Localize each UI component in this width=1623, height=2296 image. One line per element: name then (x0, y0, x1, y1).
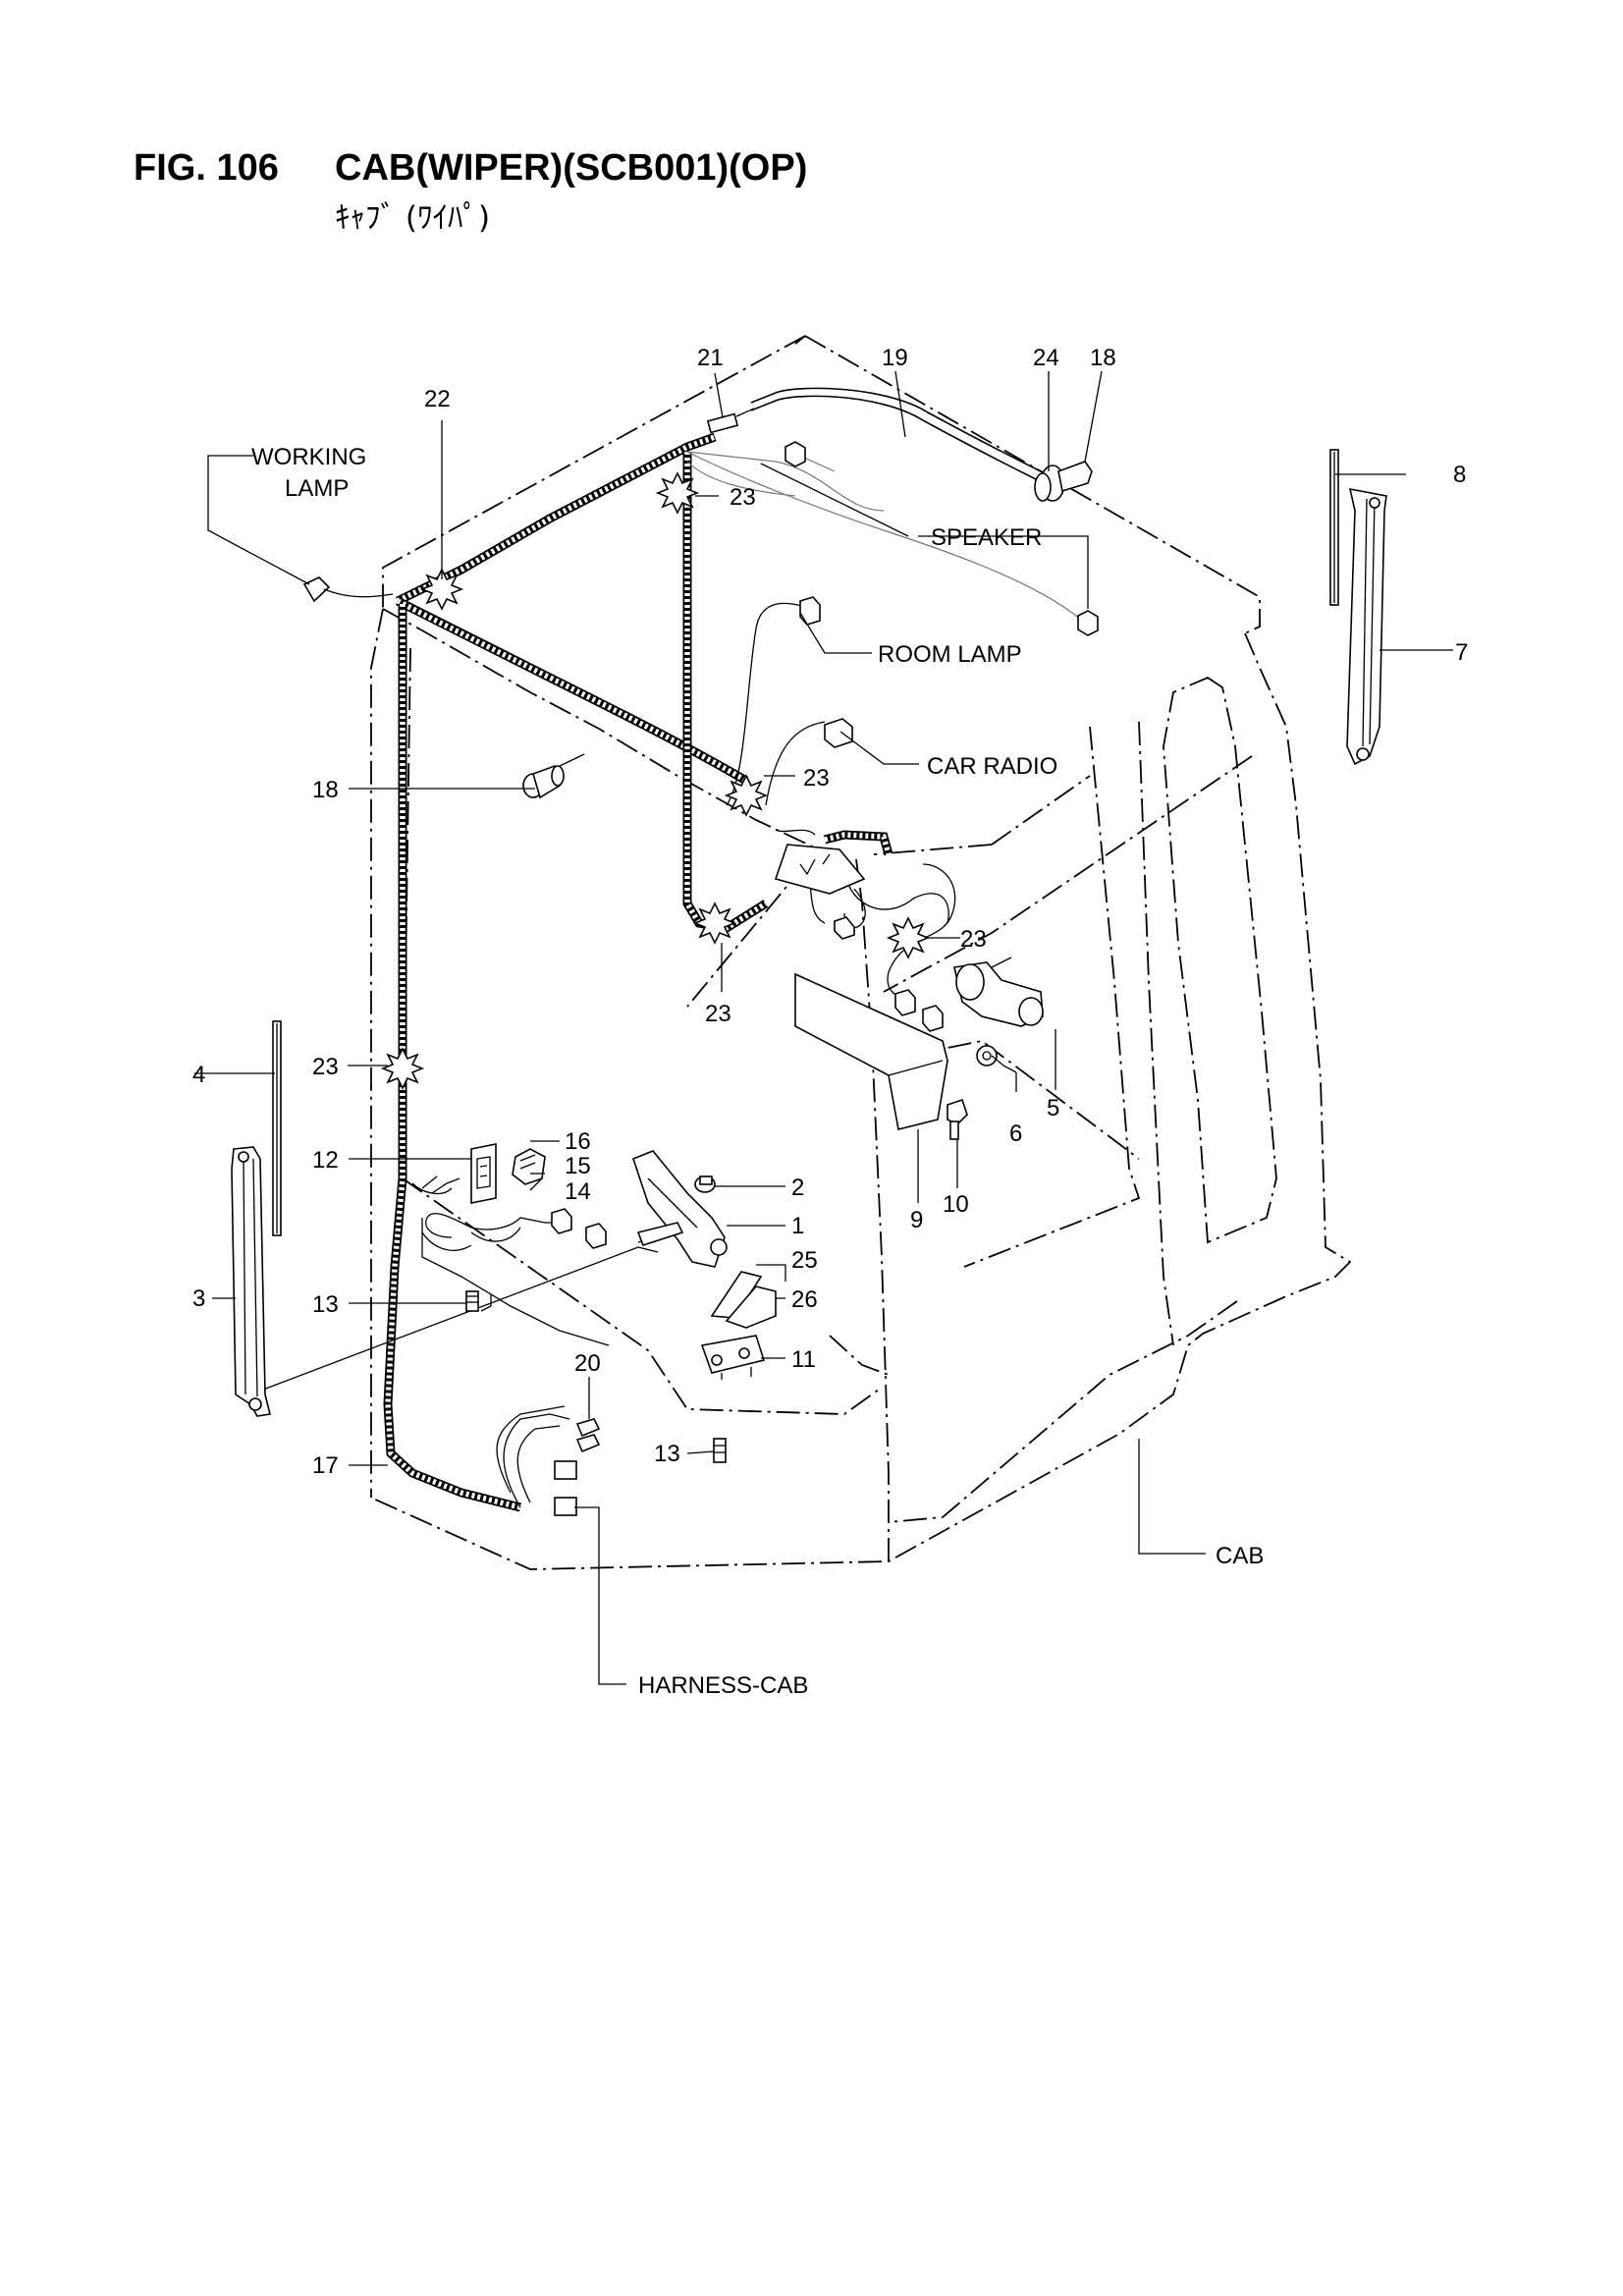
part-23-clamp-c (692, 902, 737, 945)
switch-connectors (551, 1208, 607, 1249)
callout-23-bottom: 23 (705, 1001, 731, 1027)
figure-name-japanese: ｷｬﾌﾞ (ﾜｲﾊﾟ) (335, 200, 491, 236)
cab-outline (370, 335, 1352, 1570)
callout-26: 26 (791, 1286, 818, 1313)
part-7-wiper-arm (1346, 487, 1387, 766)
room-lamp-connector (799, 596, 821, 626)
callout-18-top: 18 (1090, 345, 1116, 371)
callout-16: 16 (565, 1128, 591, 1155)
working-lamp-connector (302, 576, 394, 603)
label-working-lamp-line2: LAMP (285, 475, 349, 502)
part-24-grommet (1034, 465, 1065, 502)
callout-5: 5 (1047, 1095, 1059, 1121)
part-9-motor-bracket (794, 972, 948, 1130)
callout-13-lower: 13 (654, 1441, 680, 1467)
callout-6: 6 (1009, 1121, 1022, 1147)
part-4-wiper-blade (272, 1020, 282, 1236)
callout-24: 24 (1033, 345, 1059, 371)
part-21-hose-joint (706, 408, 755, 434)
component-labels: WORKING LAMP SPEAKER ROOM LAMP CAR RADIO… (251, 444, 1264, 1699)
callout-23-top: 23 (730, 484, 756, 511)
part-5-wiper-motor (953, 957, 1044, 1027)
car-radio-connector (824, 718, 853, 748)
label-working-lamp-line1: WORKING (251, 444, 366, 470)
callout-25: 25 (791, 1247, 818, 1274)
part-23-clamp-d (886, 916, 931, 959)
part-6-nut (976, 1045, 998, 1066)
part-2-bolt (694, 1175, 716, 1193)
figure-name: CAB(WIPER)(SCB001)(OP) (335, 147, 808, 189)
part-19-washer-hose (750, 387, 1056, 485)
motor-connectors (894, 989, 944, 1032)
part-10-bolt (947, 1098, 968, 1140)
callout-4: 4 (192, 1062, 205, 1088)
part-14-15-16-switch-knobs (512, 1148, 546, 1185)
part-3-wiper-arm (231, 1146, 271, 1417)
part-8-wiper-blade (1329, 449, 1339, 606)
callout-13-upper: 13 (312, 1291, 339, 1318)
label-car-radio: CAR RADIO (927, 753, 1057, 780)
callout-21: 21 (697, 345, 724, 371)
part-23-clamp-a (655, 471, 700, 515)
callout-9: 9 (910, 1207, 923, 1233)
part-23-clamp-b (724, 774, 769, 817)
label-speaker: SPEAKER (931, 524, 1042, 551)
part-13-bolt-upper (465, 1290, 479, 1312)
part-22-clamp (419, 568, 464, 611)
figure-title: FIG. 106 CAB(WIPER)(SCB001)(OP) (134, 147, 807, 190)
callout-17: 17 (312, 1452, 339, 1479)
label-cab: CAB (1216, 1543, 1264, 1569)
callout-2: 2 (791, 1175, 804, 1201)
part-11-holder (700, 1335, 766, 1380)
part-1-wiper-link (632, 1150, 728, 1268)
part-25-clip (710, 1271, 763, 1319)
callout-8: 8 (1453, 462, 1466, 488)
callout-23-left: 23 (312, 1054, 339, 1080)
label-harness-cab: HARNESS-CAB (638, 1672, 808, 1699)
callout-3: 3 (192, 1285, 205, 1312)
part-23-clamp-e (380, 1047, 425, 1090)
speaker-connectors (784, 441, 1099, 636)
callout-11: 11 (791, 1346, 816, 1373)
callout-15: 15 (565, 1153, 591, 1179)
callout-20: 20 (574, 1350, 601, 1377)
part-18-nozzle-lower (522, 753, 585, 799)
callout-10: 10 (943, 1191, 969, 1218)
callout-23-right: 23 (960, 926, 987, 953)
harness-cab-connectors (554, 1460, 577, 1516)
leader-lines (194, 370, 1453, 1685)
callout-7: 7 (1455, 639, 1468, 666)
part-20-hose-joint (575, 1418, 601, 1453)
callout-labels: 21 19 24 18 22 8 23 7 18 23 23 23 4 23 5… (192, 345, 1468, 1479)
front-bracket-panel (774, 844, 866, 895)
part-18-nozzle-top (1057, 461, 1093, 493)
callout-18-lower: 18 (312, 777, 339, 803)
callout-19: 19 (882, 345, 908, 371)
callout-23-mid: 23 (803, 765, 830, 792)
part-13-bolt-lower (713, 1438, 727, 1463)
part-12-switch (470, 1143, 497, 1204)
callout-1: 1 (791, 1213, 804, 1239)
callout-14: 14 (565, 1178, 591, 1205)
label-room-lamp: ROOM LAMP (878, 641, 1022, 668)
harness-plug (834, 916, 855, 940)
part-26-cover (725, 1285, 777, 1329)
figure-number: FIG. 106 (134, 147, 279, 189)
callout-12: 12 (312, 1147, 339, 1174)
callout-22: 22 (424, 386, 451, 412)
